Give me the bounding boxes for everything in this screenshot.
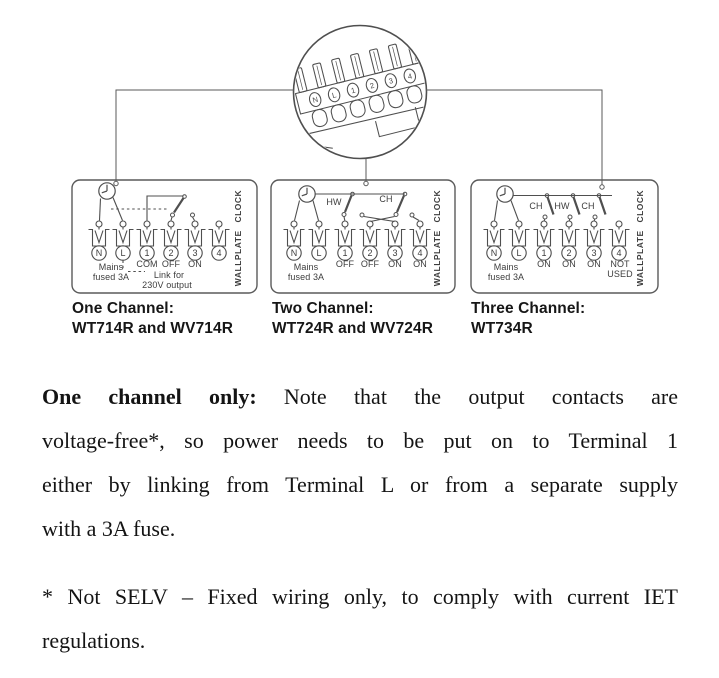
switch-blade-ch1: [546, 196, 555, 215]
svg-text:1: 1: [350, 86, 356, 96]
terminal-label: N: [490, 248, 498, 258]
contact-label-off: OFF: [335, 259, 355, 269]
caption-models: WT734R: [471, 319, 533, 337]
body-paragraph-one-channel: One channel only: Note that the output c…: [42, 375, 678, 551]
body-line: * Not SELV – Fixed wiring only, to compl…: [42, 584, 678, 609]
switch-label-hw: HW: [326, 197, 342, 207]
connector-left: [115, 89, 294, 181]
caption-title: One Channel:: [72, 300, 174, 317]
terminal-label: L: [120, 248, 126, 258]
svg-text:4: 4: [407, 71, 413, 81]
diagram-box-three-channel: [470, 179, 659, 294]
terminal-label: 2: [566, 248, 572, 258]
caption-models: WT714R and WV714R: [72, 319, 234, 337]
terminal-label: 3: [392, 248, 398, 258]
switch-blade-ch2: [598, 196, 607, 215]
contact-label-on: ON: [413, 259, 427, 269]
svg-text:2: 2: [369, 81, 375, 91]
terminal-label: L: [316, 248, 322, 258]
wallplate-clock-label: WALLPLATE CLOCK: [233, 189, 243, 287]
switch-label-hw: HW: [554, 201, 570, 211]
body-lead-bold: One channel only:: [42, 384, 257, 409]
contact-label-on: ON: [537, 259, 551, 269]
connector-lines: [113, 89, 605, 190]
body-line: either by linking from Terminal L or fro…: [42, 472, 678, 497]
mains-label: Mains: [493, 262, 519, 272]
crossover-wires: [363, 215, 395, 223]
body-line: One channel only: Note that the output c…: [42, 384, 679, 409]
diagram-box-one-channel: [71, 179, 258, 294]
switch-blade-hw: [343, 195, 353, 213]
link-label: 230V output: [142, 280, 192, 290]
diagram2-caption: Two Channel: WT724R and WV724R: [272, 299, 433, 338]
diagram-box-two-channel: [270, 179, 456, 294]
terminal-label: N: [95, 248, 103, 258]
contact-label-off: OFF: [161, 259, 181, 269]
switch-blade-ch: [395, 195, 406, 213]
switch-blade: [173, 197, 185, 214]
terminal-block-detail: N L 1 2 3 4: [292, 24, 428, 160]
switch-blade-hw: [572, 196, 581, 215]
mains-label: fused 3A: [92, 272, 130, 282]
svg-text:N: N: [312, 95, 319, 105]
switch-label-ch: CH: [529, 201, 543, 211]
clock-icon: [98, 182, 116, 200]
terminal-label: L: [516, 248, 522, 258]
wallplate-clock-label: WALLPLATE CLOCK: [635, 189, 645, 287]
contact-label-off: OFF: [360, 259, 380, 269]
contact-label-on: ON: [587, 259, 601, 269]
svg-text:L: L: [331, 90, 337, 100]
terminal-label: 2: [367, 248, 373, 258]
terminal-label: 1: [144, 248, 150, 258]
link-label: Link for: [153, 270, 185, 280]
link-callout-dashes: [122, 260, 145, 273]
mains-label: Mains: [98, 262, 124, 272]
terminal-label: 3: [591, 248, 597, 258]
diagram1-caption: One Channel: WT714R and WV714R: [72, 299, 233, 338]
contact-label-on: ON: [562, 259, 576, 269]
terminal-label: 4: [616, 248, 622, 258]
contact-label-on: ON: [388, 259, 402, 269]
terminal-label: 1: [342, 248, 348, 258]
contact-label-not-used: USED: [607, 269, 633, 279]
terminal-label: N: [290, 248, 298, 258]
caption-title: Three Channel:: [471, 300, 586, 317]
body-line: regulations.: [42, 628, 146, 653]
contact-label-not-used: NOT: [610, 259, 630, 269]
mains-label: fused 3A: [287, 272, 325, 282]
terminal-label: 3: [192, 248, 198, 258]
terminal-label: 1: [541, 248, 547, 258]
clock-icon: [298, 185, 316, 203]
switch-label-ch: CH: [379, 194, 393, 204]
clock-icon: [496, 185, 514, 203]
body-paragraph-selv-note: * Not SELV – Fixed wiring only, to compl…: [42, 575, 678, 663]
contact-label-com: COM: [136, 259, 158, 269]
diagram3-caption: Three Channel: WT734R: [471, 299, 585, 338]
mains-label: Mains: [293, 262, 319, 272]
caption-models: WT724R and WV724R: [272, 319, 434, 337]
svg-text:3: 3: [388, 76, 394, 86]
contact-label-on: ON: [188, 259, 202, 269]
switch-label-ch: CH: [581, 201, 595, 211]
terminal-label: 2: [168, 248, 174, 258]
wallplate-clock-label: WALLPLATE CLOCK: [432, 189, 442, 287]
magnifier-terminal-labels: N L 1 2 3 4: [312, 71, 413, 104]
body-line: with a 3A fuse.: [42, 516, 176, 541]
caption-title: Two Channel:: [272, 300, 374, 317]
terminal-label: 4: [216, 248, 222, 258]
connector-right: [426, 89, 603, 185]
terminal-label: 4: [417, 248, 423, 258]
body-line: voltage-free*, so power needs to be put …: [42, 428, 678, 453]
wiring-diagram-line-art: N L 1 2 3 4: [71, 24, 659, 294]
mains-label: fused 3A: [487, 272, 525, 282]
